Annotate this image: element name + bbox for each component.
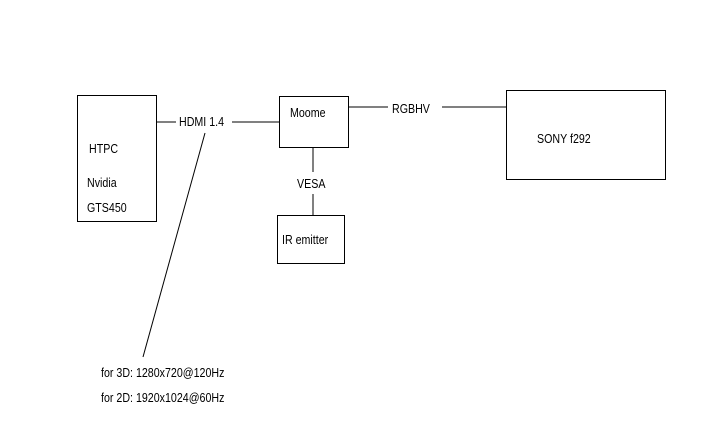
note-2d-mode: for 2D: 1920x1024@60Hz	[101, 390, 225, 405]
moome-box	[279, 96, 349, 148]
htpc-box	[77, 95, 157, 222]
htpc-gpu-model: GTS450	[87, 200, 127, 215]
ir-emitter-box	[277, 215, 345, 264]
note-3d-mode: for 3D: 1280x720@120Hz	[101, 365, 225, 380]
rgbhv-link-label: RGBHV	[392, 101, 430, 116]
vesa-link-label: VESA	[297, 176, 326, 191]
htpc-gpu-brand: Nvidia	[87, 175, 117, 190]
hdmi-link-label: HDMI 1.4	[179, 114, 225, 129]
moome-label: Moome	[290, 105, 326, 120]
sony-box	[506, 90, 666, 180]
htpc-label: HTPC	[89, 141, 119, 156]
ir-emitter-label: IR emitter	[282, 232, 329, 247]
hdmi-note-pointer	[142, 132, 206, 358]
sony-label: SONY f292	[537, 131, 591, 146]
